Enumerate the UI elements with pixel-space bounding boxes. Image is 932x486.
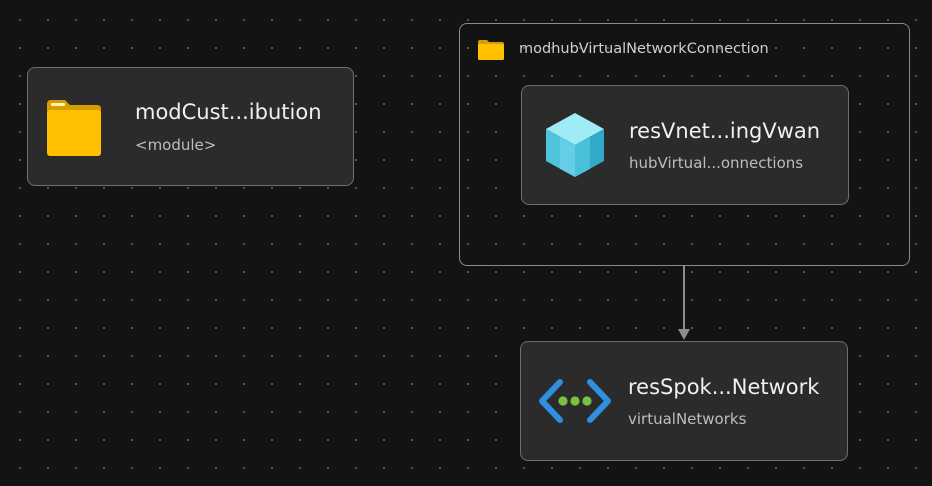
spoke-network-node[interactable]: resSpok...Network virtualNetworks: [520, 341, 848, 461]
folder-icon: [478, 40, 504, 60]
connection-node-title: resVnet...ingVwan: [629, 119, 821, 143]
cube-icon: [546, 113, 604, 177]
folder-icon: [47, 100, 101, 156]
module-group[interactable]: modhubVirtualNetworkConnection resVnet..…: [459, 23, 910, 266]
spoke-network-node-title: resSpok...Network: [628, 375, 820, 399]
module-node[interactable]: modCust...ibution <module>: [27, 67, 354, 186]
edge-arrowhead: [678, 329, 690, 340]
module-node-title: modCust...ibution: [135, 100, 322, 124]
group-label: modhubVirtualNetworkConnection: [519, 41, 769, 57]
module-node-subtitle: <module>: [135, 136, 217, 154]
virtual-network-icon: [539, 379, 611, 423]
connection-node-subtitle: hubVirtual...onnections: [629, 154, 804, 172]
connection-node[interactable]: resVnet...ingVwan hubVirtual...onnection…: [521, 85, 849, 205]
spoke-network-node-subtitle: virtualNetworks: [628, 410, 747, 428]
